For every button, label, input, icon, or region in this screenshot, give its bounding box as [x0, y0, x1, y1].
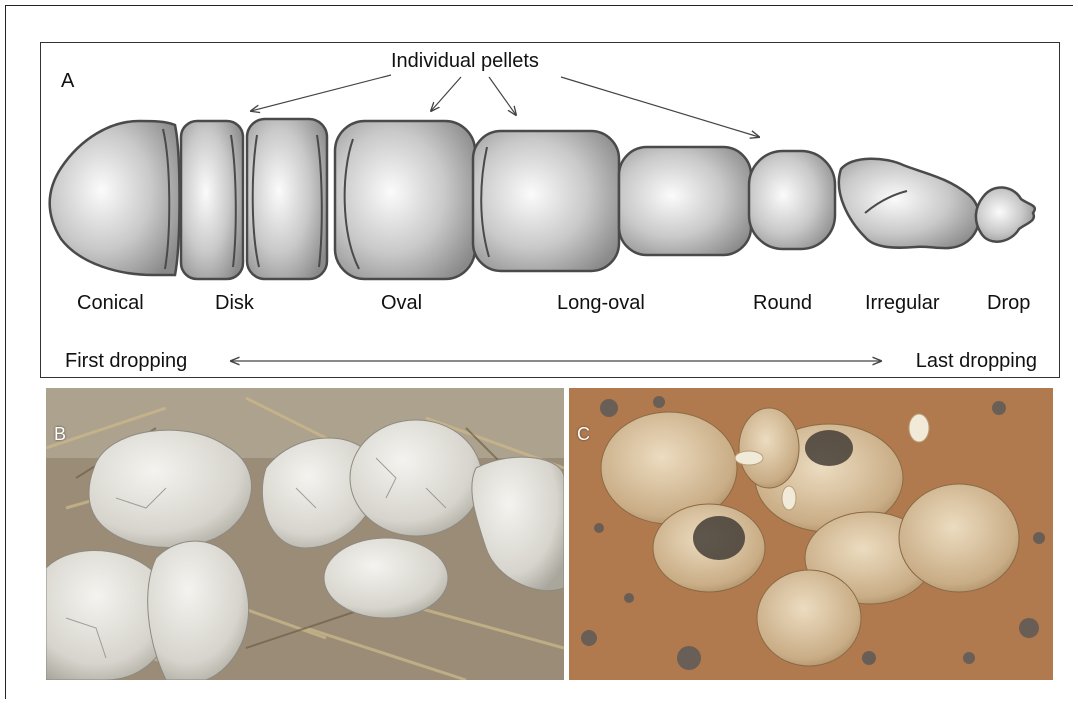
shape-labels: Conical Disk Oval Long-oval Round Irregu…: [77, 292, 1030, 314]
white-pellets-photo: [46, 388, 564, 680]
arrow-to-round: [561, 77, 759, 137]
figure-frame-top: [5, 5, 1073, 6]
individual-pellets-title: Individual pellets: [391, 50, 539, 72]
panel-a-diagram: A Individual pellets: [40, 42, 1060, 378]
oval-pellet: [335, 121, 475, 279]
conical-pellet: [50, 121, 180, 275]
shape-label-round: Round: [753, 292, 812, 314]
drop-pellet: [976, 187, 1035, 241]
panel-c-letter: C: [577, 424, 590, 445]
first-dropping-label: First dropping: [65, 350, 187, 372]
panel-a-letter: A: [61, 70, 75, 92]
pellet-pointer-arrows: [251, 75, 759, 137]
panel-b-photo: B: [46, 388, 564, 680]
shape-label-disk: Disk: [215, 292, 255, 314]
panel-b-letter: B: [54, 424, 66, 445]
long-oval-pellet-2: [619, 147, 751, 255]
pellet-row: [50, 119, 1035, 279]
hairy-pellets-photo: [569, 388, 1053, 680]
last-dropping-label: Last dropping: [916, 350, 1037, 372]
irregular-pellet: [839, 159, 979, 248]
long-oval-pellet-1: [473, 131, 619, 271]
arrow-to-long-oval: [489, 77, 516, 115]
round-pellet: [749, 151, 835, 249]
shape-label-long-oval: Long-oval: [557, 292, 645, 314]
shape-label-irregular: Irregular: [865, 292, 940, 314]
arrow-to-oval: [431, 77, 461, 111]
pellet-sequence-diagram: A Individual pellets: [41, 43, 1061, 379]
arrow-to-disk: [251, 75, 391, 111]
shape-label-drop: Drop: [987, 292, 1030, 314]
shape-label-oval: Oval: [381, 292, 422, 314]
shape-label-conical: Conical: [77, 292, 144, 314]
panel-c-photo: C: [569, 388, 1053, 680]
figure-frame-left: [5, 5, 6, 699]
disk-pellet-2: [247, 119, 327, 279]
